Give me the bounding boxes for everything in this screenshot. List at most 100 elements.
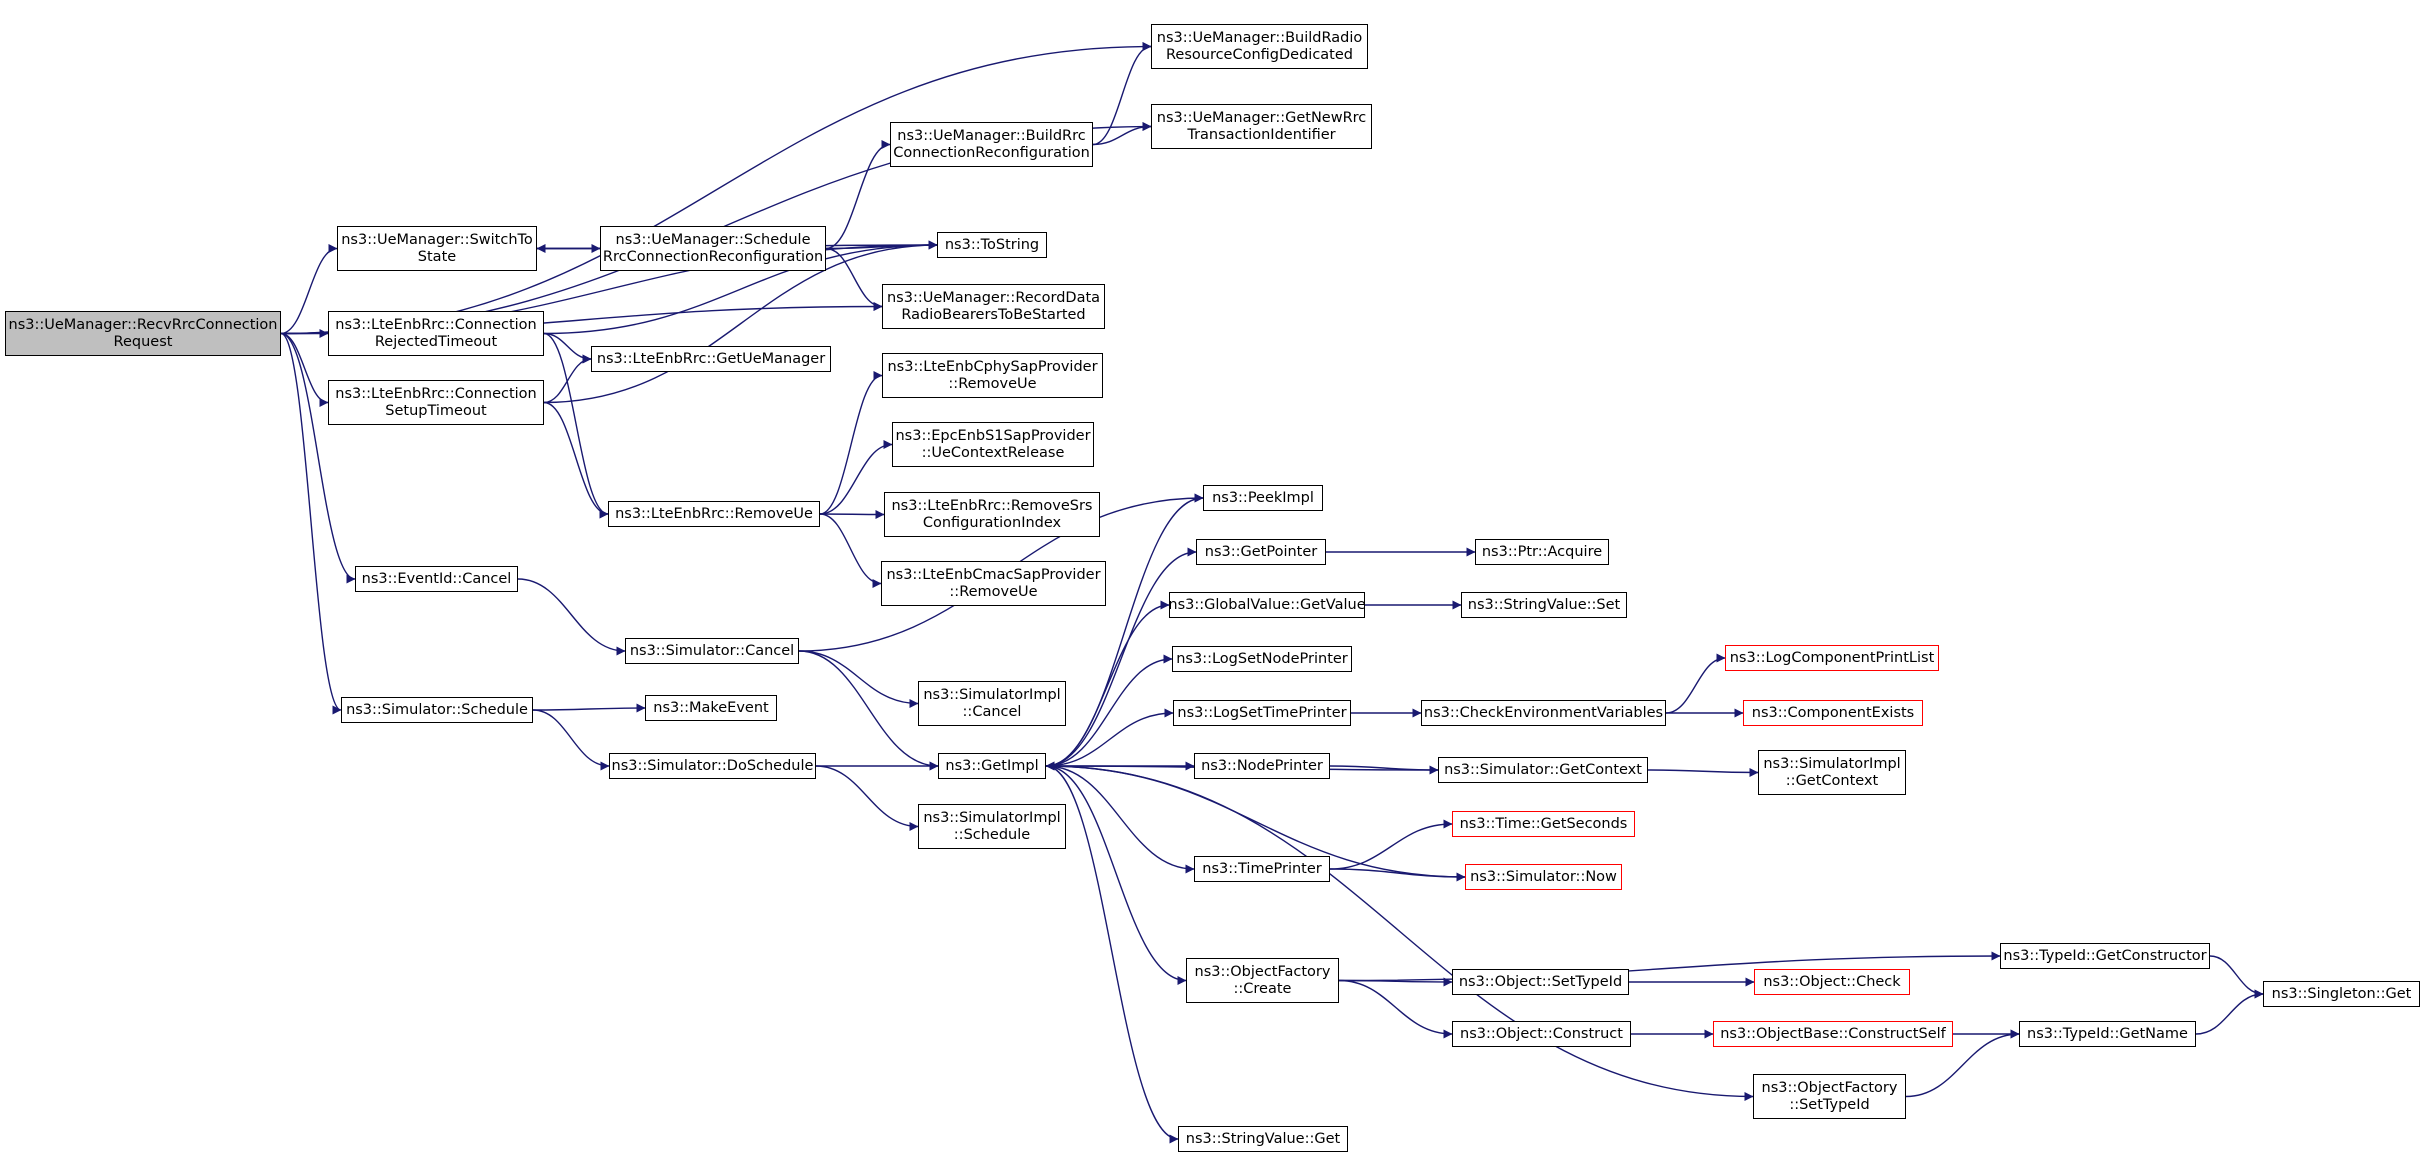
node-singletonGet[interactable]: ns3::Singleton::Get bbox=[2263, 981, 2420, 1007]
node-label: ns3::ObjectFactory ::Create bbox=[1194, 963, 1331, 997]
edge-connSetup-to-removeUe bbox=[543, 401, 609, 519]
node-label: ns3::LteEnbRrc::RemoveUe bbox=[615, 505, 813, 522]
node-label: ns3::EpcEnbS1SapProvider ::UeContextRele… bbox=[895, 427, 1091, 461]
node-buildRadio[interactable]: ns3::UeManager::BuildRadio ResourceConfi… bbox=[1151, 24, 1368, 69]
node-simSchedule[interactable]: ns3::Simulator::Schedule bbox=[341, 697, 533, 723]
node-buildRrc[interactable]: ns3::UeManager::BuildRrc ConnectionRecon… bbox=[890, 122, 1093, 167]
edge-connSetup-to-toString bbox=[543, 240, 938, 404]
node-makeEvent[interactable]: ns3::MakeEvent bbox=[645, 695, 777, 721]
edge-ofCreate-to-objConstruct bbox=[1338, 979, 1453, 1039]
node-objCheck[interactable]: ns3::Object::Check bbox=[1754, 969, 1910, 995]
edge-checkEnv-to-logCompList bbox=[1665, 653, 1726, 714]
node-label: ns3::Singleton::Get bbox=[2271, 985, 2412, 1002]
node-implSchedule[interactable]: ns3::SimulatorImpl ::Schedule bbox=[918, 804, 1066, 849]
node-nodePrinter[interactable]: ns3::NodePrinter bbox=[1194, 753, 1330, 779]
node-getSeconds[interactable]: ns3::Time::GetSeconds bbox=[1452, 811, 1635, 837]
node-getContext[interactable]: ns3::Simulator::GetContext bbox=[1438, 757, 1648, 783]
node-label: ns3::UeManager::BuildRadio ResourceConfi… bbox=[1156, 29, 1363, 63]
node-label: ns3::Time::GetSeconds bbox=[1459, 815, 1628, 832]
edge-getImpl-to-globalGet bbox=[1045, 600, 1170, 767]
node-recordData[interactable]: ns3::UeManager::RecordData RadioBearersT… bbox=[882, 284, 1105, 329]
node-getPointer[interactable]: ns3::GetPointer bbox=[1196, 539, 1326, 565]
edge-doSchedule-to-implSchedule bbox=[815, 765, 919, 831]
node-label: ns3::UeManager::Schedule RrcConnectionRe… bbox=[602, 231, 824, 265]
node-label: ns3::LteEnbRrc::Connection SetupTimeout bbox=[335, 385, 537, 419]
node-label: ns3::ObjectBase::ConstructSelf bbox=[1720, 1025, 1946, 1042]
node-ptrAcquire[interactable]: ns3::Ptr::Acquire bbox=[1475, 539, 1609, 565]
node-connSetup[interactable]: ns3::LteEnbRrc::Connection SetupTimeout bbox=[328, 380, 544, 425]
node-label: ns3::StringValue::Set bbox=[1467, 596, 1621, 613]
node-simImplCancel[interactable]: ns3::SimulatorImpl ::Cancel bbox=[918, 681, 1066, 726]
node-timePrinter[interactable]: ns3::TimePrinter bbox=[1194, 856, 1330, 882]
node-label: ns3::StringValue::Get bbox=[1185, 1130, 1341, 1147]
edge-removeUe-to-epcRelease bbox=[819, 440, 893, 515]
node-label: ns3::GetPointer bbox=[1204, 543, 1318, 560]
edge-ofSetTypeId-to-typeGetName bbox=[1905, 1029, 2020, 1098]
node-label: ns3::PeekImpl bbox=[1212, 489, 1314, 506]
node-toString[interactable]: ns3::ToString bbox=[937, 232, 1047, 258]
node-logCompList[interactable]: ns3::LogComponentPrintList bbox=[1725, 645, 1939, 671]
node-label: ns3::ComponentExists bbox=[1751, 704, 1915, 721]
node-logTime[interactable]: ns3::LogSetTimePrinter bbox=[1173, 700, 1351, 726]
edge-removeUe-to-removeSrs bbox=[819, 509, 885, 519]
edge-getImpl-to-logNode bbox=[1045, 654, 1173, 767]
node-schedRrc[interactable]: ns3::UeManager::Schedule RrcConnectionRe… bbox=[600, 226, 826, 271]
node-root: ns3::UeManager::RecvRrcConnection Reques… bbox=[5, 311, 281, 356]
node-peekImpl[interactable]: ns3::PeekImpl bbox=[1203, 485, 1323, 511]
node-label: ns3::UeManager::RecvRrcConnection Reques… bbox=[8, 316, 278, 350]
edge-connSetup-to-getUeManager bbox=[543, 354, 592, 404]
node-typeGetName[interactable]: ns3::TypeId::GetName bbox=[2019, 1021, 2196, 1047]
node-removeUe[interactable]: ns3::LteEnbRrc::RemoveUe bbox=[608, 501, 820, 527]
node-ofCreate[interactable]: ns3::ObjectFactory ::Create bbox=[1186, 958, 1339, 1003]
edge-root-to-simSchedule bbox=[280, 332, 342, 715]
node-checkEnv[interactable]: ns3::CheckEnvironmentVariables bbox=[1421, 700, 1666, 726]
edge-root-to-eventCancel bbox=[280, 332, 356, 584]
edge-simSchedule-to-doSchedule bbox=[532, 709, 610, 771]
node-label: ns3::LogSetNodePrinter bbox=[1176, 650, 1348, 667]
node-implContext[interactable]: ns3::SimulatorImpl ::GetContext bbox=[1758, 750, 1906, 795]
node-cphyRemove[interactable]: ns3::LteEnbCphySapProvider ::RemoveUe bbox=[882, 353, 1103, 398]
edge-root-to-switchTo bbox=[280, 244, 338, 335]
edge-simNow-to-getImpl bbox=[1045, 761, 1466, 878]
edge-simCancel-to-getImpl bbox=[798, 650, 939, 771]
node-stringGet[interactable]: ns3::StringValue::Get bbox=[1178, 1126, 1348, 1152]
node-getImpl[interactable]: ns3::GetImpl bbox=[938, 753, 1046, 779]
node-switchTo[interactable]: ns3::UeManager::SwitchTo State bbox=[337, 226, 537, 271]
node-removeSrs[interactable]: ns3::LteEnbRrc::RemoveSrs ConfigurationI… bbox=[884, 492, 1100, 537]
edge-simCancel-to-simImplCancel bbox=[798, 650, 919, 708]
node-logNode[interactable]: ns3::LogSetNodePrinter bbox=[1172, 646, 1352, 672]
node-label: ns3::MakeEvent bbox=[653, 699, 769, 716]
node-label: ns3::ToString bbox=[944, 236, 1040, 253]
node-compExists[interactable]: ns3::ComponentExists bbox=[1743, 700, 1923, 726]
node-ofSetTypeId[interactable]: ns3::ObjectFactory ::SetTypeId bbox=[1753, 1074, 1906, 1119]
node-label: ns3::GlobalValue::GetValue bbox=[1168, 596, 1366, 613]
node-label: ns3::UeManager::SwitchTo State bbox=[341, 231, 533, 265]
edge-eventCancel-to-simCancel bbox=[517, 578, 626, 656]
node-label: ns3::LteEnbRrc::RemoveSrs ConfigurationI… bbox=[891, 497, 1093, 531]
node-objConstruct[interactable]: ns3::Object::Construct bbox=[1452, 1021, 1631, 1047]
node-label: ns3::Object::Check bbox=[1763, 973, 1901, 990]
node-simNow[interactable]: ns3::Simulator::Now bbox=[1465, 864, 1622, 890]
edge-simSchedule-to-makeEvent bbox=[532, 703, 646, 713]
node-setTypeId[interactable]: ns3::Object::SetTypeId bbox=[1452, 969, 1629, 995]
node-label: ns3::GetImpl bbox=[945, 757, 1039, 774]
node-constructSelf[interactable]: ns3::ObjectBase::ConstructSelf bbox=[1713, 1021, 1953, 1047]
node-getConstructor[interactable]: ns3::TypeId::GetConstructor bbox=[2000, 943, 2210, 969]
node-doSchedule[interactable]: ns3::Simulator::DoSchedule bbox=[609, 753, 816, 779]
node-getUeManager[interactable]: ns3::LteEnbRrc::GetUeManager bbox=[591, 346, 831, 372]
node-eventCancel[interactable]: ns3::EventId::Cancel bbox=[355, 566, 518, 592]
node-stringSet[interactable]: ns3::StringValue::Set bbox=[1461, 592, 1627, 618]
node-epcRelease[interactable]: ns3::EpcEnbS1SapProvider ::UeContextRele… bbox=[892, 422, 1094, 467]
node-globalGet[interactable]: ns3::GlobalValue::GetValue bbox=[1168, 592, 1366, 618]
node-label: ns3::SimulatorImpl ::Schedule bbox=[923, 809, 1061, 843]
edge-ofCreate-to-setTypeId bbox=[1338, 977, 1453, 987]
node-label: ns3::CheckEnvironmentVariables bbox=[1423, 704, 1664, 721]
node-getNewRrc[interactable]: ns3::UeManager::GetNewRrc TransactionIde… bbox=[1151, 104, 1372, 149]
node-simCancel[interactable]: ns3::Simulator::Cancel bbox=[625, 638, 799, 664]
node-label: ns3::SimulatorImpl ::GetContext bbox=[1763, 755, 1901, 789]
edge-buildRrc-to-getNewRrc bbox=[1092, 122, 1152, 146]
node-connRejected[interactable]: ns3::LteEnbRrc::Connection RejectedTimeo… bbox=[328, 311, 544, 356]
node-cmacRemove[interactable]: ns3::LteEnbCmacSapProvider ::RemoveUe bbox=[881, 561, 1106, 606]
edge-getImpl-to-ofCreate bbox=[1045, 765, 1187, 985]
node-label: ns3::LteEnbCphySapProvider ::RemoveUe bbox=[887, 358, 1098, 392]
